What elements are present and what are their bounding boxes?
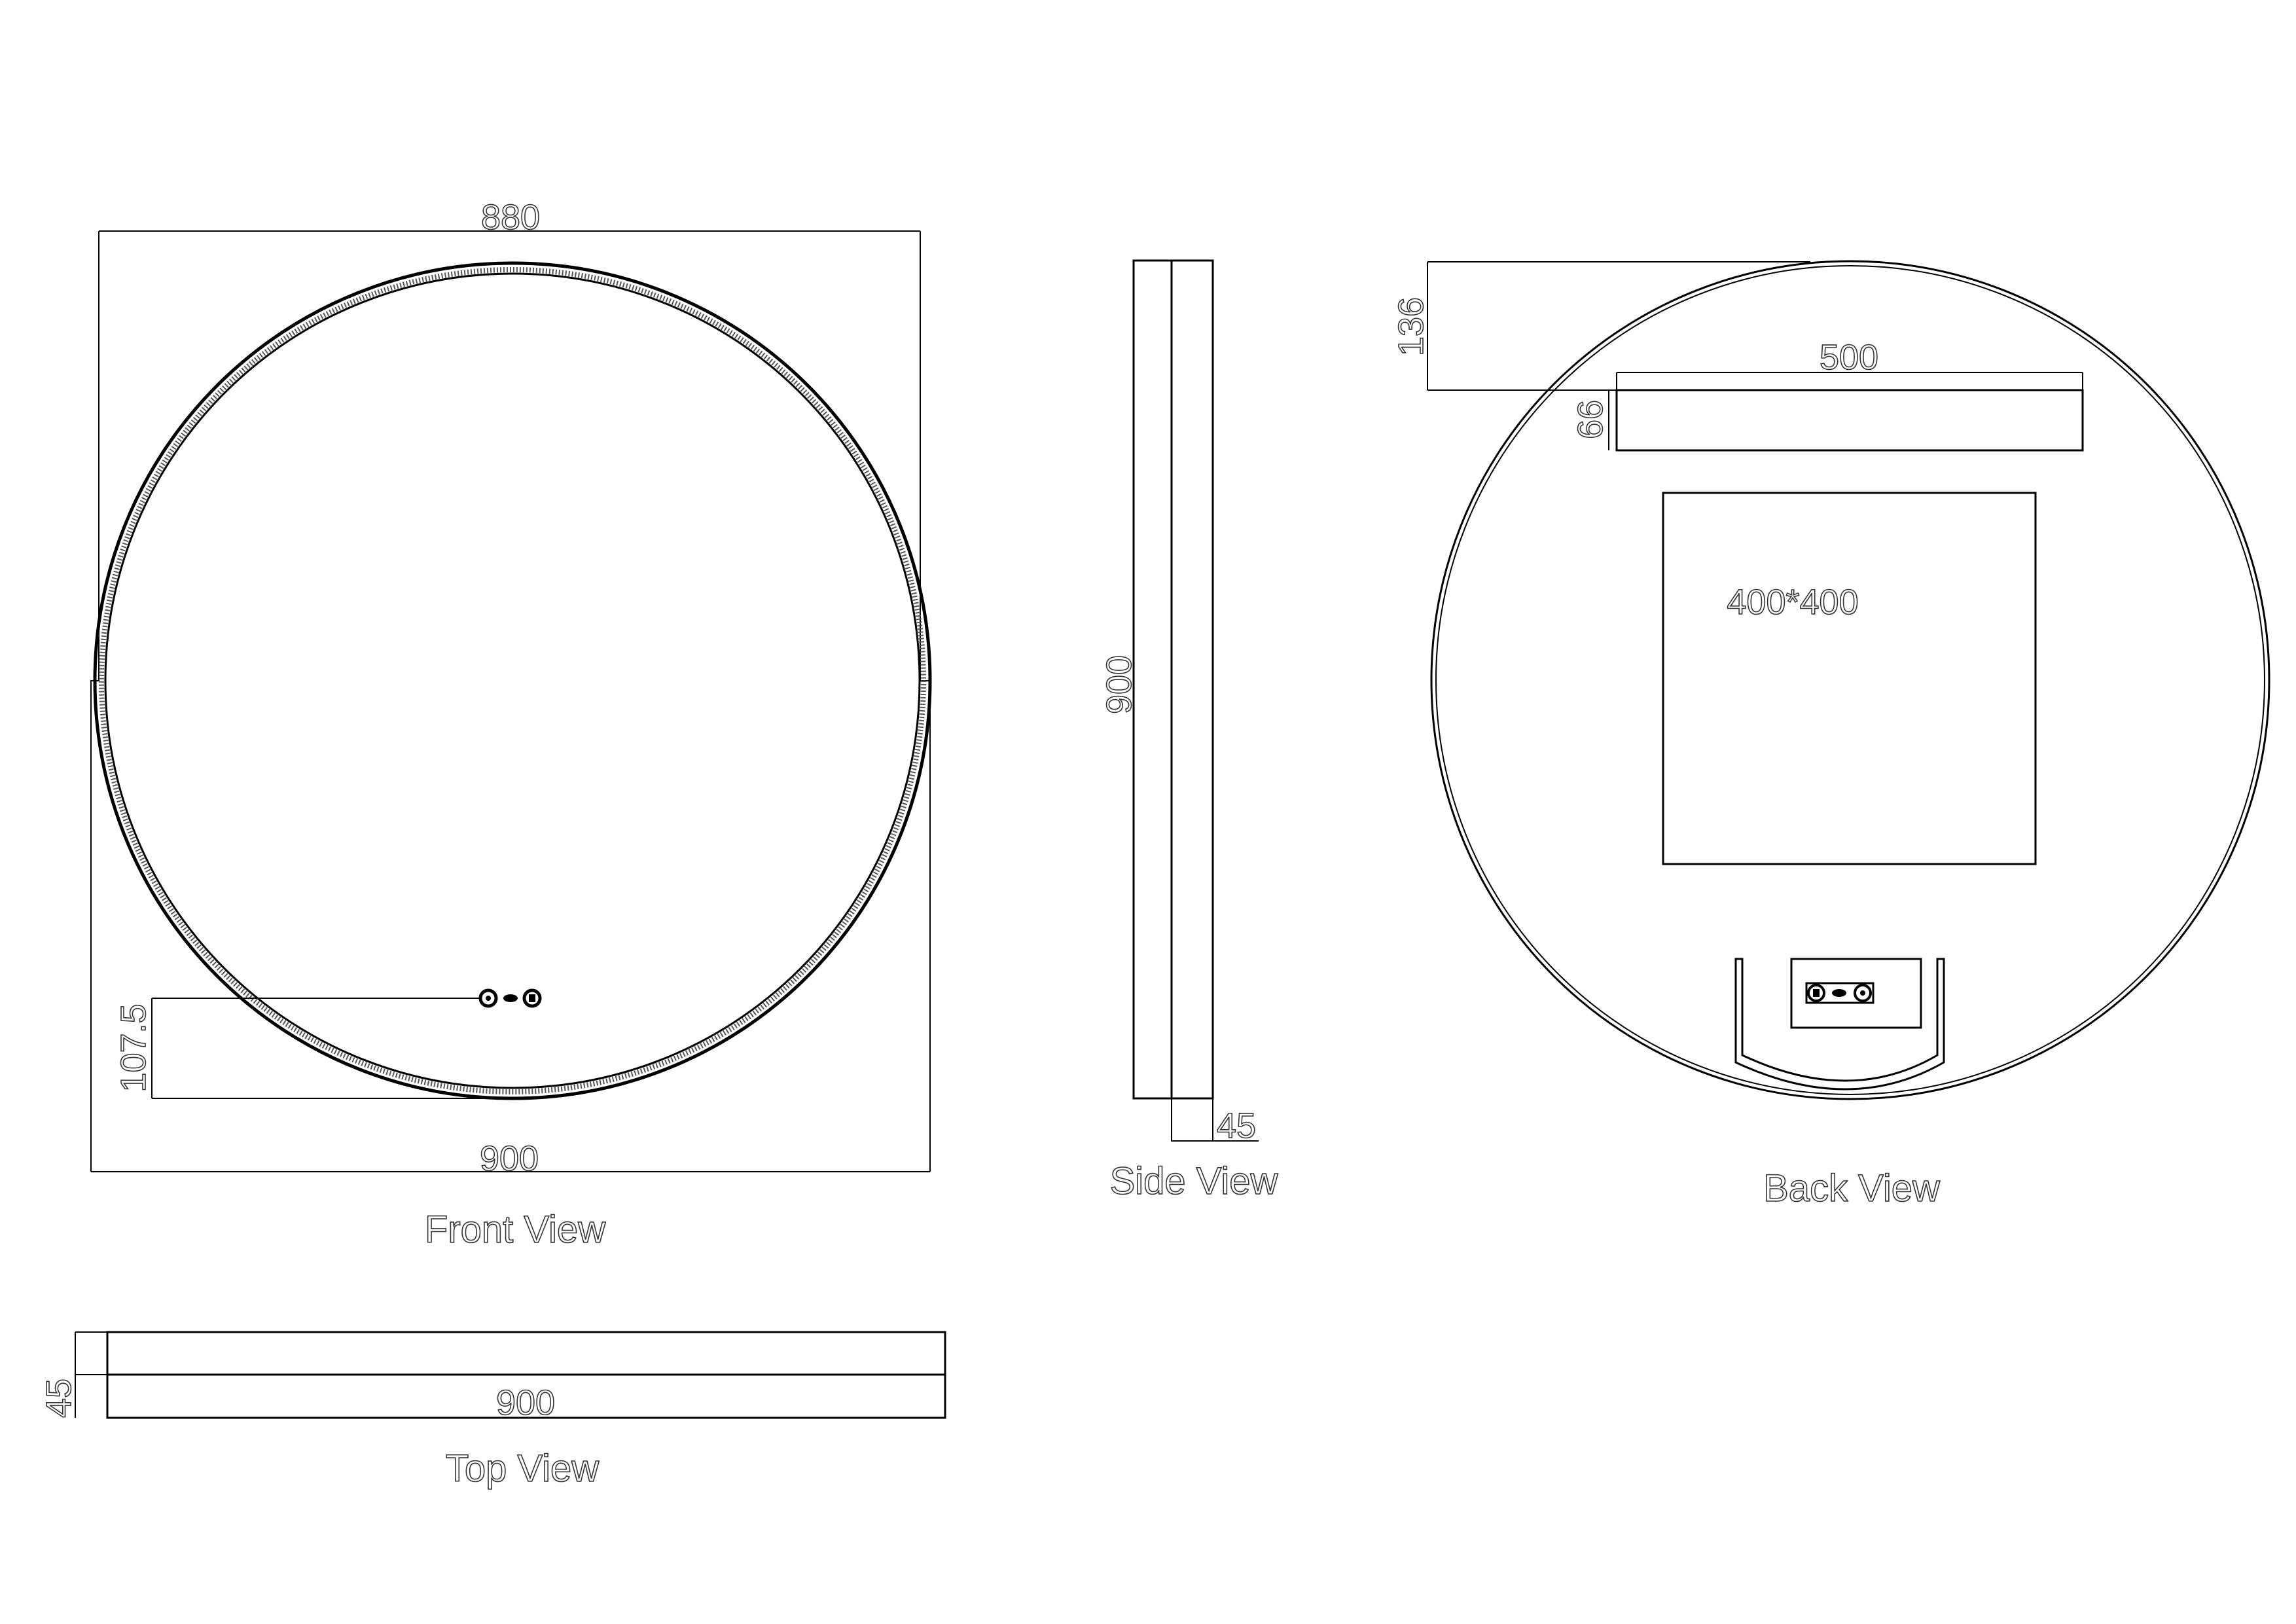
dim-900-text: 900 <box>480 1139 539 1178</box>
top-view-label: Top View <box>446 1447 600 1490</box>
side-view-label: Side View <box>1110 1160 1279 1202</box>
light-icon <box>1854 984 1872 1002</box>
dim-136-text: 136 <box>1391 297 1431 356</box>
mirror-hatched-ring <box>99 267 926 1094</box>
control-bracket <box>1734 958 1945 1091</box>
defogger-panel <box>1662 492 2037 865</box>
control-strip <box>1805 982 1874 1004</box>
switch-icon <box>522 988 542 1008</box>
light-icon <box>478 988 498 1008</box>
dim-66-text: 66 <box>1571 400 1610 439</box>
back-view-label: Back View <box>1763 1167 1941 1210</box>
front-view-label: Front View <box>425 1208 606 1251</box>
dim-900-text: 900 <box>1100 655 1139 714</box>
back-inner-circle <box>1435 265 2265 1095</box>
side-view: 900 45 Side View <box>1099 259 1279 1203</box>
control-box <box>1790 958 1922 1029</box>
dim-45-text: 45 <box>39 1379 79 1418</box>
dim-880-text: 880 <box>481 198 540 237</box>
dim-500-text: 500 <box>1820 338 1878 377</box>
dim-900-text: 900 <box>496 1383 555 1422</box>
front-view: 880 900 107.5 Front View <box>90 197 932 1252</box>
back-view: 136 500 66 400*400 Back View <box>1391 260 2270 1210</box>
panel-dim-text: 400*400 <box>1727 583 1858 622</box>
dim-line-45 <box>1171 1098 1259 1142</box>
side-profile <box>1132 259 1214 1100</box>
mirror-inner-edge <box>104 272 921 1089</box>
defog-icon <box>503 994 518 1002</box>
defog-icon <box>1832 989 1846 997</box>
dim-107-5-text: 107.5 <box>114 1003 153 1092</box>
dim-45-text: 45 <box>1217 1106 1256 1146</box>
switch-icon <box>1807 984 1825 1002</box>
back-outer-circle <box>1430 260 2270 1100</box>
hanging-bar <box>1615 389 2084 452</box>
top-view: 45 900 Top View <box>39 1331 946 1490</box>
